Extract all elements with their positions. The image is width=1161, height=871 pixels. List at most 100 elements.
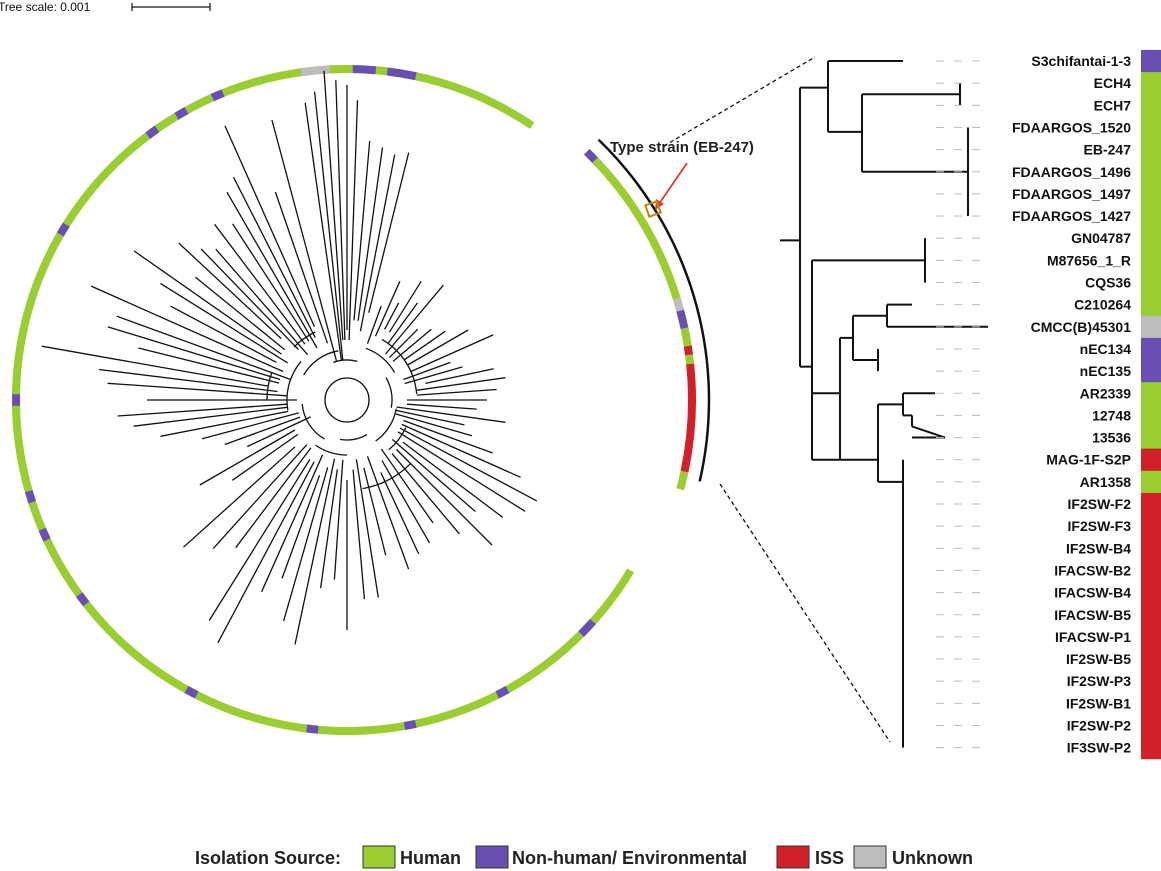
legend: Isolation Source: Human Non-human/ Envir… bbox=[195, 845, 973, 869]
tree-branch bbox=[380, 472, 420, 555]
strip-source-segment bbox=[685, 354, 695, 365]
strip-source-segment bbox=[676, 470, 689, 491]
leaf-source-cell bbox=[1141, 49, 1161, 73]
ring-source-segment bbox=[352, 65, 377, 75]
ring-source-segment bbox=[403, 719, 417, 730]
tree-branch bbox=[403, 361, 451, 381]
legend-swatch-human bbox=[362, 845, 396, 869]
strip-source-segment bbox=[673, 297, 685, 312]
tree-branch bbox=[416, 377, 506, 391]
ring-source-segment bbox=[174, 107, 189, 120]
legend-label-iss: ISS bbox=[815, 848, 844, 868]
tree-branch bbox=[232, 223, 310, 342]
tree-branch bbox=[391, 438, 476, 512]
tree-branch bbox=[271, 119, 338, 362]
tree-branch bbox=[214, 223, 306, 345]
leaf-label: C210264 bbox=[1074, 297, 1131, 313]
tree-branch bbox=[403, 419, 493, 454]
tree-branch bbox=[397, 431, 526, 512]
leaf-label: ECH4 bbox=[1094, 75, 1132, 91]
leaf-label: FDAARGOS_1427 bbox=[1012, 208, 1131, 224]
strip-source-segment bbox=[683, 345, 693, 356]
tree-branch bbox=[363, 467, 387, 556]
tree-branch bbox=[357, 147, 384, 321]
strip-source-segment bbox=[680, 363, 696, 473]
tree-branch bbox=[384, 302, 400, 330]
leaf-source-cell bbox=[1141, 714, 1161, 737]
tree-arc bbox=[286, 360, 302, 411]
leaf-source-cell bbox=[1141, 470, 1161, 494]
leaf-source-cell bbox=[1141, 293, 1161, 317]
tree-arc bbox=[388, 427, 407, 451]
leaf-source-cell bbox=[1141, 116, 1161, 139]
leaf-source-cell bbox=[1141, 426, 1161, 450]
subtree-leaf-labels: S3chifantai-1-3ECH4ECH7FDAARGOS_1520EB-2… bbox=[1012, 53, 1131, 756]
tree-branch bbox=[183, 446, 296, 548]
leaf-source-cell bbox=[1141, 205, 1161, 228]
legend-swatch-iss bbox=[776, 845, 810, 869]
tree-branch bbox=[911, 425, 946, 439]
strip-source-segment bbox=[592, 157, 681, 301]
tree-branch bbox=[282, 467, 329, 622]
ring-source-segment bbox=[184, 685, 199, 699]
tree-branch bbox=[395, 409, 465, 426]
zoom-connector-top bbox=[663, 56, 816, 147]
tree-scale-bar bbox=[131, 3, 211, 11]
type-strain-callout: Type strain (EB-247) bbox=[610, 139, 754, 156]
leaf-source-cell bbox=[1141, 94, 1161, 117]
tree-branch bbox=[90, 285, 284, 373]
tree-branch bbox=[396, 406, 506, 423]
tree-branch bbox=[107, 326, 281, 381]
ring-source-segment bbox=[145, 125, 160, 139]
tree-branch bbox=[388, 328, 419, 359]
legend-label-unknown: Unknown bbox=[892, 848, 973, 868]
tree-branch bbox=[208, 459, 311, 621]
leaf-source-cell bbox=[1141, 404, 1161, 427]
tree-branch bbox=[396, 449, 493, 546]
tree-arc bbox=[362, 463, 412, 490]
leaf-source-cell bbox=[1141, 382, 1161, 405]
tree-branch bbox=[224, 416, 301, 446]
tree-branch bbox=[232, 176, 316, 338]
tree-branch bbox=[402, 441, 504, 518]
tree-branch bbox=[170, 305, 277, 363]
tree-arc bbox=[315, 444, 348, 456]
tree-branch bbox=[294, 458, 336, 645]
circular-tree-branches bbox=[41, 70, 538, 645]
circular-tree-source-ring bbox=[12, 65, 635, 735]
tree-branch bbox=[281, 474, 321, 579]
tree-branch bbox=[399, 427, 538, 502]
leaf-label: IF2SW-P3 bbox=[1067, 673, 1131, 689]
tree-arc bbox=[381, 338, 418, 394]
leaf-source-cell bbox=[1141, 160, 1161, 184]
leaf-label: AR1358 bbox=[1080, 474, 1132, 490]
leaf-source-cell bbox=[1141, 182, 1161, 206]
leaf-label: IFACSW-B5 bbox=[1054, 607, 1131, 623]
tree-branch bbox=[224, 125, 316, 328]
ring-human-arc bbox=[12, 65, 635, 735]
leaf-source-cell bbox=[1141, 315, 1161, 339]
tree-branch bbox=[201, 412, 299, 440]
leaf-source-cell bbox=[1141, 271, 1161, 294]
tree-branch bbox=[261, 454, 324, 593]
tree-branch bbox=[368, 152, 410, 313]
leaf-label: CQS36 bbox=[1085, 275, 1131, 291]
leaf-source-cell bbox=[1141, 581, 1161, 605]
leaf-label: nEC134 bbox=[1080, 341, 1132, 357]
leaf-source-cell bbox=[1141, 537, 1161, 560]
leaf-label: GN04787 bbox=[1071, 230, 1131, 246]
tree-branch bbox=[407, 329, 469, 366]
subtree-bracket-arc bbox=[597, 138, 711, 482]
tree-branch bbox=[217, 461, 315, 644]
leaf-label: ECH7 bbox=[1094, 97, 1132, 113]
ring-source-segment bbox=[495, 685, 510, 699]
leaf-label: CMCC(B)45301 bbox=[1031, 319, 1132, 335]
ring-source-segment bbox=[38, 527, 51, 542]
zoom-connector-bottom bbox=[719, 483, 891, 743]
tree-arc bbox=[293, 331, 316, 348]
legend-title: Isolation Source: bbox=[195, 848, 341, 868]
legend-label-environmental: Non-human/ Environmental bbox=[512, 848, 747, 868]
leaf-label: S3chifantai-1-3 bbox=[1031, 53, 1131, 69]
tree-branch bbox=[416, 388, 497, 396]
leaf-label: 12748 bbox=[1092, 407, 1131, 423]
